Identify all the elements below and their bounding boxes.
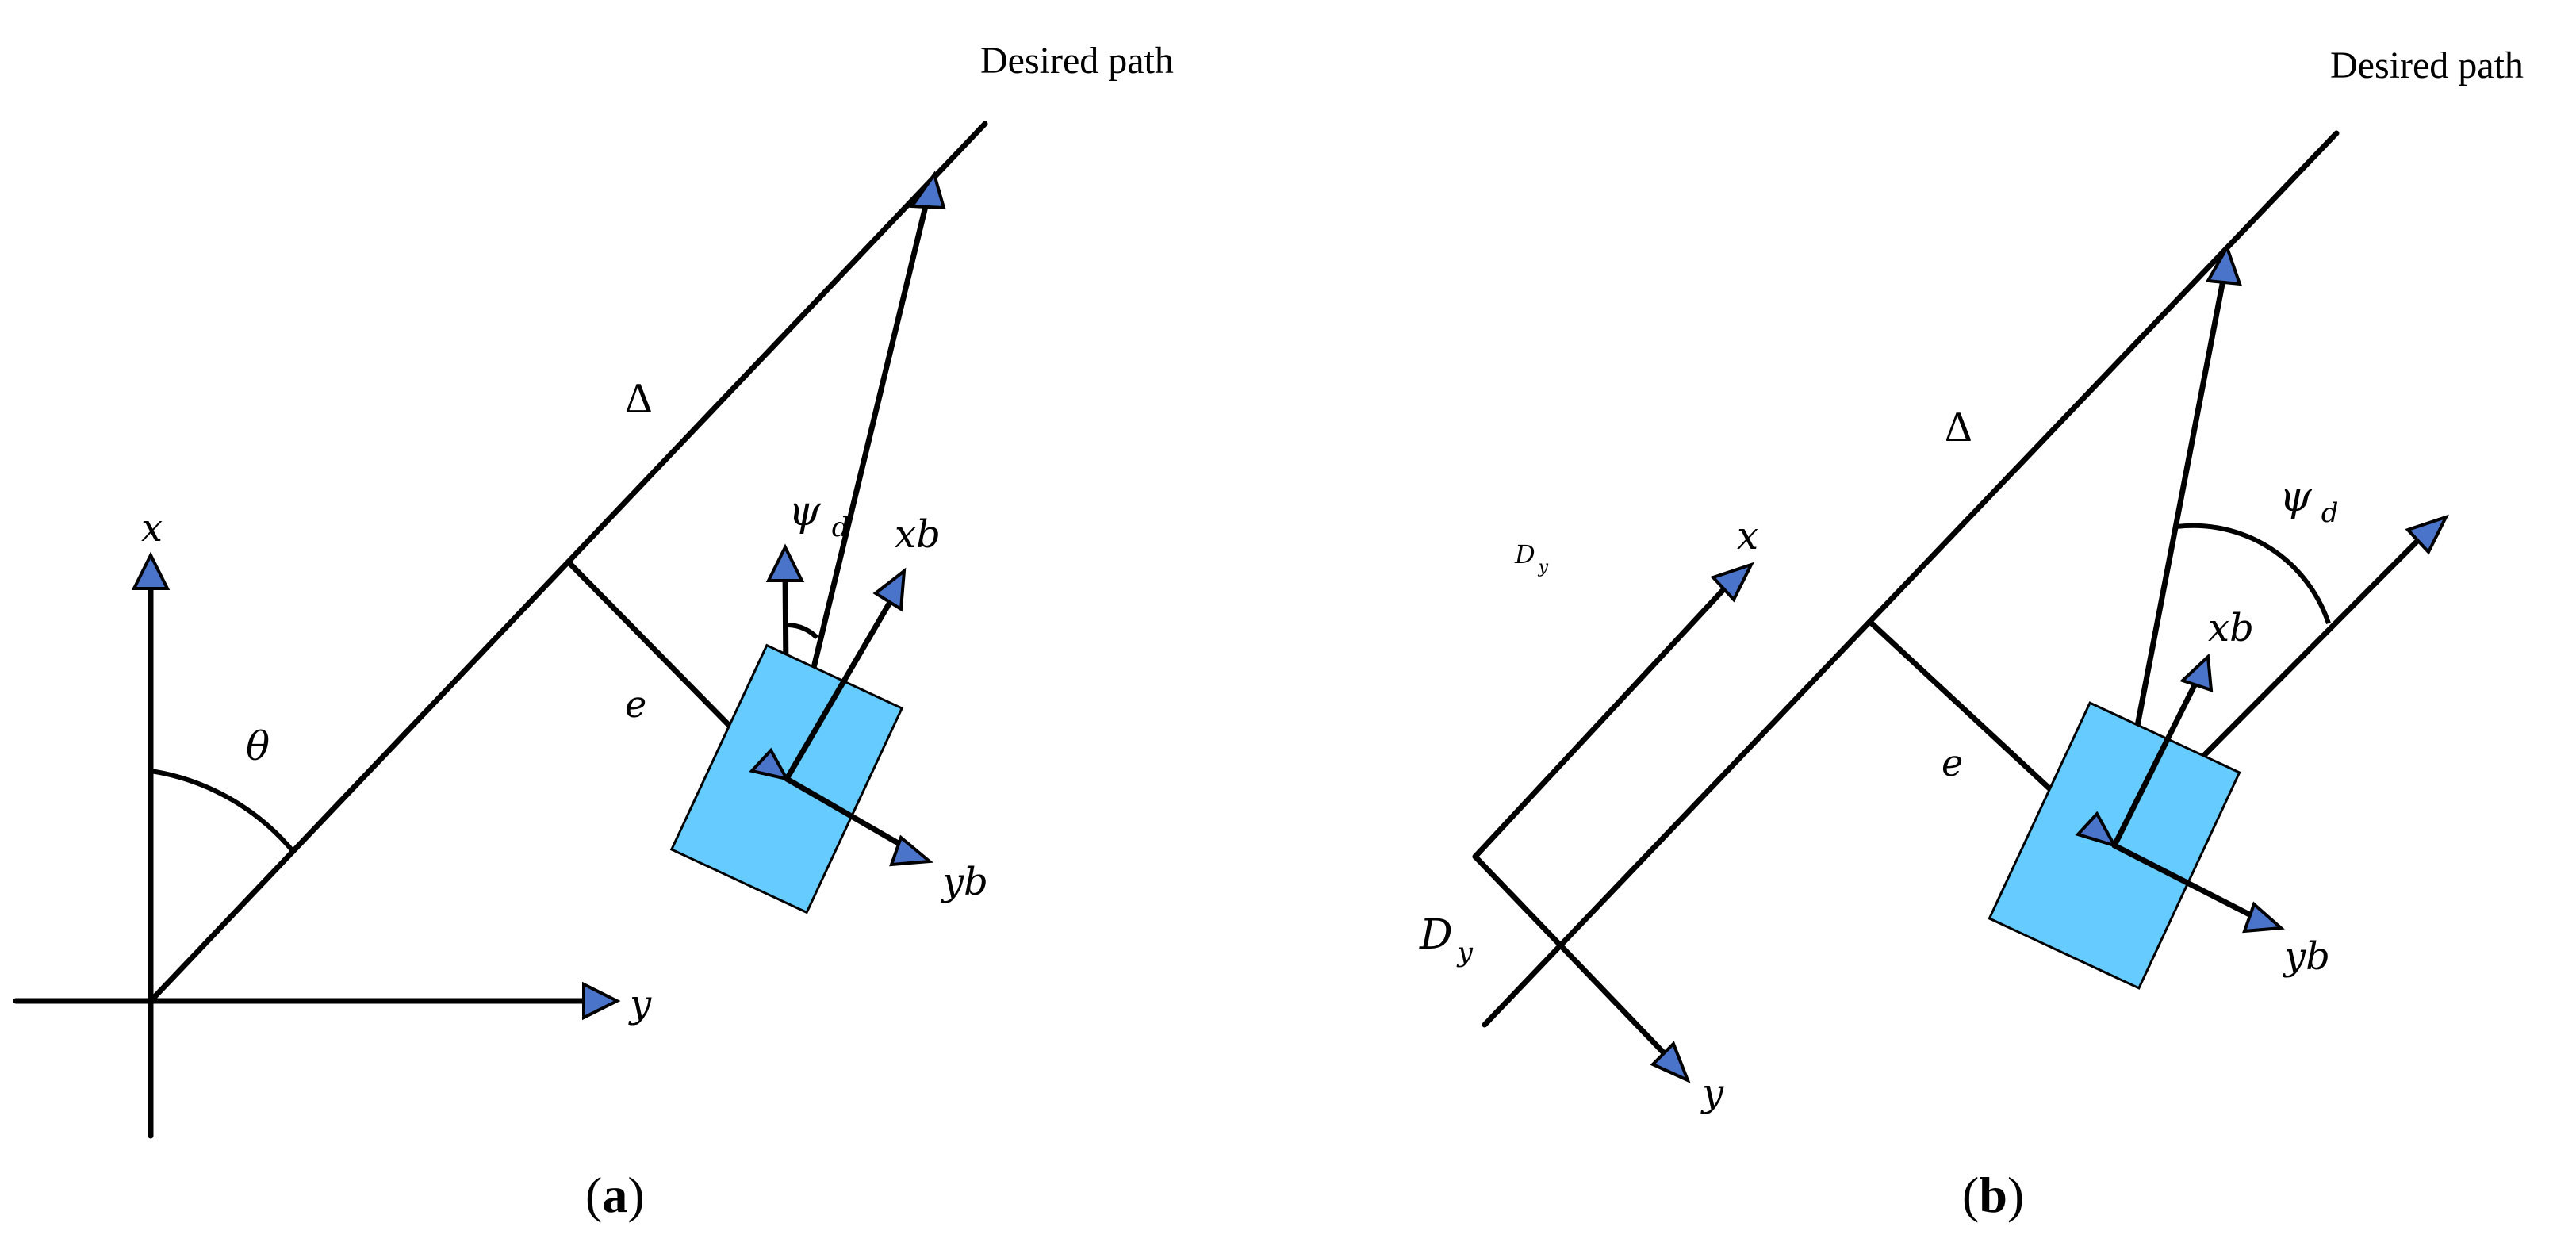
a-theta-arc (150, 769, 296, 853)
a-psi-d-arrowhead (765, 543, 805, 582)
a-yb-label: yb (941, 860, 988, 904)
b-desired-path-line (1482, 130, 2340, 1028)
a-x-label: x (141, 506, 163, 550)
a-psi-arc (788, 623, 819, 640)
a-panel-label: (a) (585, 1167, 645, 1223)
b-e-label: e (1942, 742, 1963, 784)
b-panel-label: (b) (1962, 1167, 2024, 1223)
b-yb-arrowhead (2242, 901, 2285, 934)
b-xb-axis-line (2111, 677, 2200, 849)
b-psi-arc (2175, 523, 2331, 624)
b-delta-label: Δ (1945, 403, 1972, 450)
b-y-axis-line (1472, 853, 1672, 1061)
a-los-arrowhead (909, 171, 946, 210)
b-yb-axis-line (2111, 842, 2260, 922)
a-x-axis-arrowhead (131, 551, 171, 590)
a-xb-axis-line (784, 596, 895, 782)
b-x-axis-arrowhead (1710, 562, 1754, 603)
a-y-label: y (628, 982, 652, 1026)
b-xb-label: xb (2208, 606, 2254, 650)
a-yb-axis-line (784, 776, 914, 853)
a-desired-path-label: Desired path (980, 40, 1174, 82)
b-x-axis-line (1472, 581, 1732, 860)
a-yb-arrowhead (889, 834, 934, 867)
b-desired-path-label: Desired path (2330, 44, 2524, 86)
a-xb-arrowhead (872, 567, 907, 612)
b-x-label: x (1737, 514, 1758, 558)
b-psi-d-arrowhead (2405, 514, 2449, 555)
b-xb-arrowhead (2179, 653, 2214, 692)
b-error-arrowhead (2075, 811, 2118, 849)
b-y-axis-arrowhead (1650, 1041, 1691, 1083)
a-e-label: e (625, 683, 646, 726)
b-yb-label: yb (2283, 934, 2330, 979)
a-error-arrowhead (749, 747, 790, 781)
a-theta-label: θ (246, 723, 270, 769)
a-y-axis-arrowhead (582, 981, 621, 1021)
a-xb-label: xb (895, 512, 941, 557)
b-los-arrowhead (2205, 243, 2242, 286)
a-delta-label: Δ (625, 374, 653, 422)
b-y-label: y (1700, 1071, 1724, 1115)
